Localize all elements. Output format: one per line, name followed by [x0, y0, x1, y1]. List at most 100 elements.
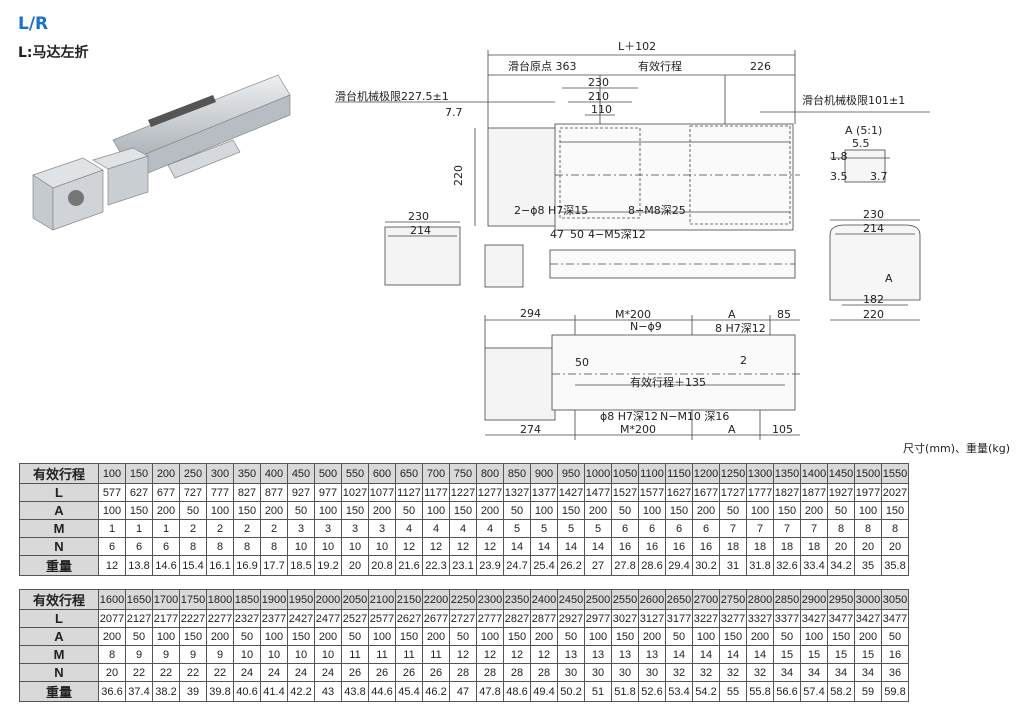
table-cell: 150 [341, 501, 369, 520]
product-photo [32, 74, 291, 231]
dim-110: 110 [591, 103, 612, 116]
table-cell: 5 [530, 519, 558, 538]
table-cell: 31 [719, 555, 747, 576]
table-cell: 10 [341, 537, 369, 556]
table-cell: 200 [530, 627, 558, 646]
table-cell: 1050 [611, 463, 639, 484]
table-cell: 22.3 [422, 555, 450, 576]
table-cell: 3 [341, 519, 369, 538]
dim-274: 274 [520, 423, 541, 436]
table-cell: 3427 [854, 609, 882, 628]
table-cell: 1827 [773, 483, 801, 502]
table-cell: 21.6 [395, 555, 423, 576]
table-cell: 2727 [449, 609, 477, 628]
table-cell: 1777 [746, 483, 774, 502]
mark-a: A [885, 272, 893, 285]
table-cell: 13.8 [125, 555, 153, 576]
table-cell: 1927 [827, 483, 855, 502]
table-cell: 2250 [449, 589, 477, 610]
table-cell: 3127 [638, 609, 666, 628]
table-cell: 22 [206, 663, 234, 682]
table-cell: 2227 [179, 609, 207, 628]
dim-105: 105 [772, 423, 793, 436]
row-header: 重量 [19, 555, 99, 576]
table-cell: 2627 [395, 609, 423, 628]
table-cell: 32 [692, 663, 720, 682]
table-cell: 2527 [341, 609, 369, 628]
table-cell: 1377 [530, 483, 558, 502]
table-cell: 6 [665, 519, 693, 538]
table-cell: 20 [881, 537, 909, 556]
table-cell: 7 [719, 519, 747, 538]
table-cell: 50.2 [557, 681, 585, 702]
table-cell: 59 [854, 681, 882, 702]
table-cell: 900 [530, 463, 558, 484]
table-cell: 15 [800, 645, 828, 664]
table-cell: 31.8 [746, 555, 774, 576]
table-cell: 1127 [395, 483, 423, 502]
table-cell: 38.2 [152, 681, 180, 702]
table-cell: 2977 [584, 609, 612, 628]
table-cell: 200 [476, 501, 504, 520]
dim-226: 226 [750, 60, 771, 73]
table-cell: 24 [260, 663, 288, 682]
table-cell: 200 [314, 627, 342, 646]
table-cell: 2900 [800, 589, 828, 610]
table-cell: 39 [179, 681, 207, 702]
table-cell: 3377 [773, 609, 801, 628]
table-cell: 32.6 [773, 555, 801, 576]
dim-mech-right: 滑台机械极限101±1 [802, 93, 905, 107]
dim-3-7: 3.7 [870, 170, 888, 183]
row-header: M [19, 645, 99, 664]
table-cell: 16.1 [206, 555, 234, 576]
table-cell: 18 [773, 537, 801, 556]
table-cell: 2377 [260, 609, 288, 628]
table-cell: 20 [827, 537, 855, 556]
table-cell: 33.4 [800, 555, 828, 576]
table-cell: 1477 [584, 483, 612, 502]
table-cell: 14 [557, 537, 585, 556]
table-cell: 200 [638, 627, 666, 646]
table-cell: 727 [179, 483, 207, 502]
table-cell: 32 [719, 663, 747, 682]
table-cell: 150 [125, 463, 153, 484]
table-cell: 50 [125, 627, 153, 646]
table-cell: 700 [422, 463, 450, 484]
table-cell: 300 [206, 463, 234, 484]
table-cell: 11 [422, 645, 450, 664]
unit-note: 尺寸(mm)、重量(kg) [903, 442, 1010, 455]
table-cell: 15 [854, 645, 882, 664]
table-cell: 15 [827, 645, 855, 664]
dim-294: 294 [520, 307, 541, 320]
table-cell: 600 [368, 463, 396, 484]
dim-r214: 214 [863, 222, 884, 235]
table-cell: 18.5 [287, 555, 315, 576]
table-cell: 1100 [638, 463, 666, 484]
table-cell: 550 [341, 463, 369, 484]
table-cell: 50 [503, 501, 531, 520]
table-cell: 10 [368, 537, 396, 556]
table-cell: 3477 [881, 609, 909, 628]
table-cell: 50 [719, 501, 747, 520]
table-cell: 43 [314, 681, 342, 702]
row-header: N [19, 537, 99, 556]
table-cell: 16.9 [233, 555, 261, 576]
row-header: L [19, 483, 99, 502]
dim-50: 50 [570, 228, 584, 241]
table-cell: 2400 [530, 589, 558, 610]
table-cell: 50 [233, 627, 261, 646]
table-cell: 20 [98, 663, 126, 682]
table-cell: 100 [314, 501, 342, 520]
table-cell: 3327 [746, 609, 774, 628]
table-cell: 400 [260, 463, 288, 484]
table-cell: 150 [395, 627, 423, 646]
dim-230-top: 230 [588, 76, 609, 89]
table-cell: 15 [773, 645, 801, 664]
table-cell: 34 [773, 663, 801, 682]
table-cell: 4 [476, 519, 504, 538]
table-cell: 47.8 [476, 681, 504, 702]
